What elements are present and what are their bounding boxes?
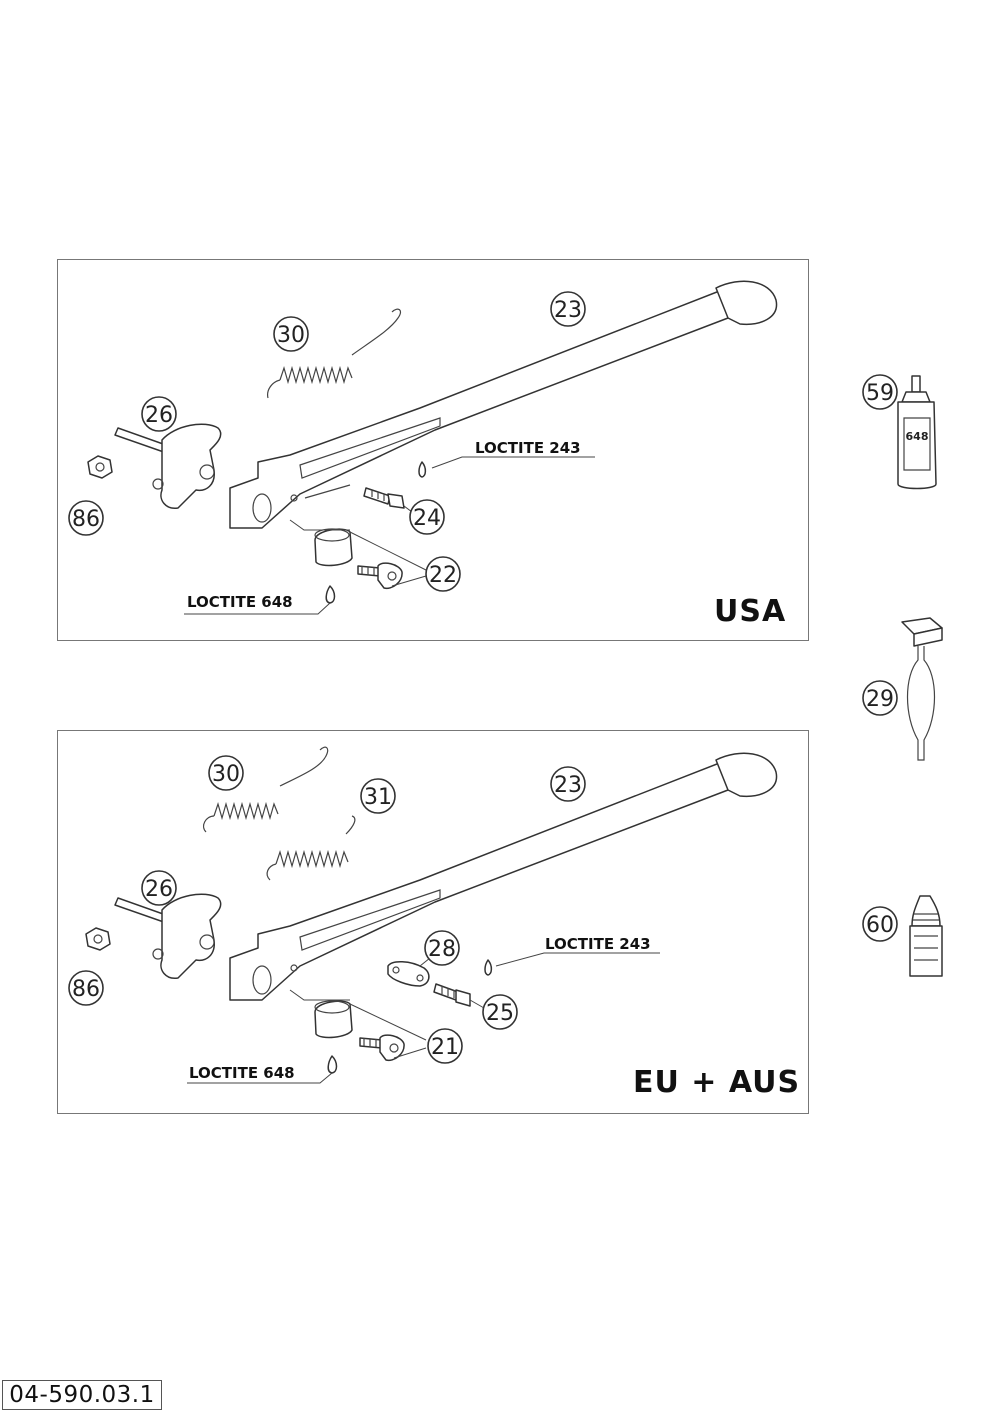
tool-29 [901, 617, 943, 761]
loctite-648-label-eu: LOCTITE 648 [189, 1064, 295, 1082]
callouts-eu: 30 31 23 26 86 28 25 21 [68, 755, 586, 1064]
bushing-21 [314, 1000, 353, 1039]
callouts-usa: 30 23 26 86 24 22 [68, 291, 586, 592]
svg-text:24: 24 [413, 506, 441, 531]
pivot-bracket-26 [114, 423, 222, 509]
loctite-drop-648-usa [325, 585, 336, 604]
nut-86 [85, 927, 111, 951]
callout-eu-21: 21 [427, 1028, 463, 1064]
plate-28 [387, 961, 430, 987]
svg-text:26: 26 [145, 403, 173, 428]
loctite-drop-648-eu [327, 1055, 338, 1074]
svg-text:31: 31 [364, 785, 392, 810]
svg-text:26: 26 [145, 877, 173, 902]
svg-text:29: 29 [866, 687, 894, 712]
callout-eu-31: 31 [360, 778, 396, 814]
svg-text:25: 25 [486, 1001, 514, 1026]
callout-eu-23: 23 [550, 766, 586, 802]
callout-usa-23: 23 [550, 291, 586, 327]
usa-stand-assembly [87, 280, 778, 615]
loctite-648-label-usa: LOCTITE 648 [187, 593, 293, 611]
side-stand-foot [715, 280, 778, 326]
side-stand-foot [715, 752, 778, 798]
document-code: 04-590.03.1 [2, 1380, 162, 1410]
svg-text:30: 30 [212, 762, 240, 787]
svg-text:60: 60 [866, 913, 894, 938]
side-stand-leg [229, 761, 729, 1001]
pivot-bracket-26 [114, 893, 222, 979]
bushing-22 [314, 528, 353, 567]
svg-text:22: 22 [429, 563, 457, 588]
loctite-bottle-59: 648 [897, 375, 937, 490]
callout-usa-22: 22 [425, 556, 461, 592]
svg-text:23: 23 [554, 773, 582, 798]
loctite-243-label-eu: LOCTITE 243 [545, 935, 651, 953]
callout-60: 60 [862, 906, 898, 942]
callout-eu-28: 28 [424, 930, 460, 966]
spring-30 [267, 308, 402, 399]
callout-usa-86: 86 [68, 500, 104, 536]
svg-text:23: 23 [554, 298, 582, 323]
svg-text:86: 86 [72, 507, 100, 532]
callout-eu-25: 25 [482, 994, 518, 1030]
callout-eu-86: 86 [68, 970, 104, 1006]
svg-text:59: 59 [866, 381, 894, 406]
callout-usa-24: 24 [409, 499, 445, 535]
callout-eu-26: 26 [141, 870, 177, 906]
region-label-eu-aus: EU + AUS [633, 1065, 801, 1100]
region-label-usa: USA [714, 594, 787, 629]
screw-24 [363, 487, 405, 509]
eu-stand-assembly [85, 746, 778, 1084]
svg-text:86: 86 [72, 977, 100, 1002]
nut-86 [87, 455, 113, 479]
callout-usa-30: 30 [273, 316, 309, 352]
screw-22 [357, 562, 403, 590]
spring-30 [202, 746, 329, 833]
callout-usa-26: 26 [141, 396, 177, 432]
callout-59: 59 [862, 374, 898, 410]
screw-21 [359, 1034, 405, 1062]
bottle-label-text: 648 [906, 430, 929, 443]
svg-text:28: 28 [428, 937, 456, 962]
svg-text:30: 30 [277, 323, 305, 348]
loctite-drop-243-eu [484, 959, 493, 976]
small-bottle-60 [909, 895, 943, 977]
loctite-243-label-usa: LOCTITE 243 [475, 439, 581, 457]
callout-eu-30: 30 [208, 755, 244, 791]
svg-text:21: 21 [431, 1035, 459, 1060]
spring-31 [266, 815, 356, 881]
loctite-drop-243-usa [418, 461, 427, 478]
screw-25 [433, 983, 471, 1007]
callout-29: 29 [862, 680, 898, 716]
